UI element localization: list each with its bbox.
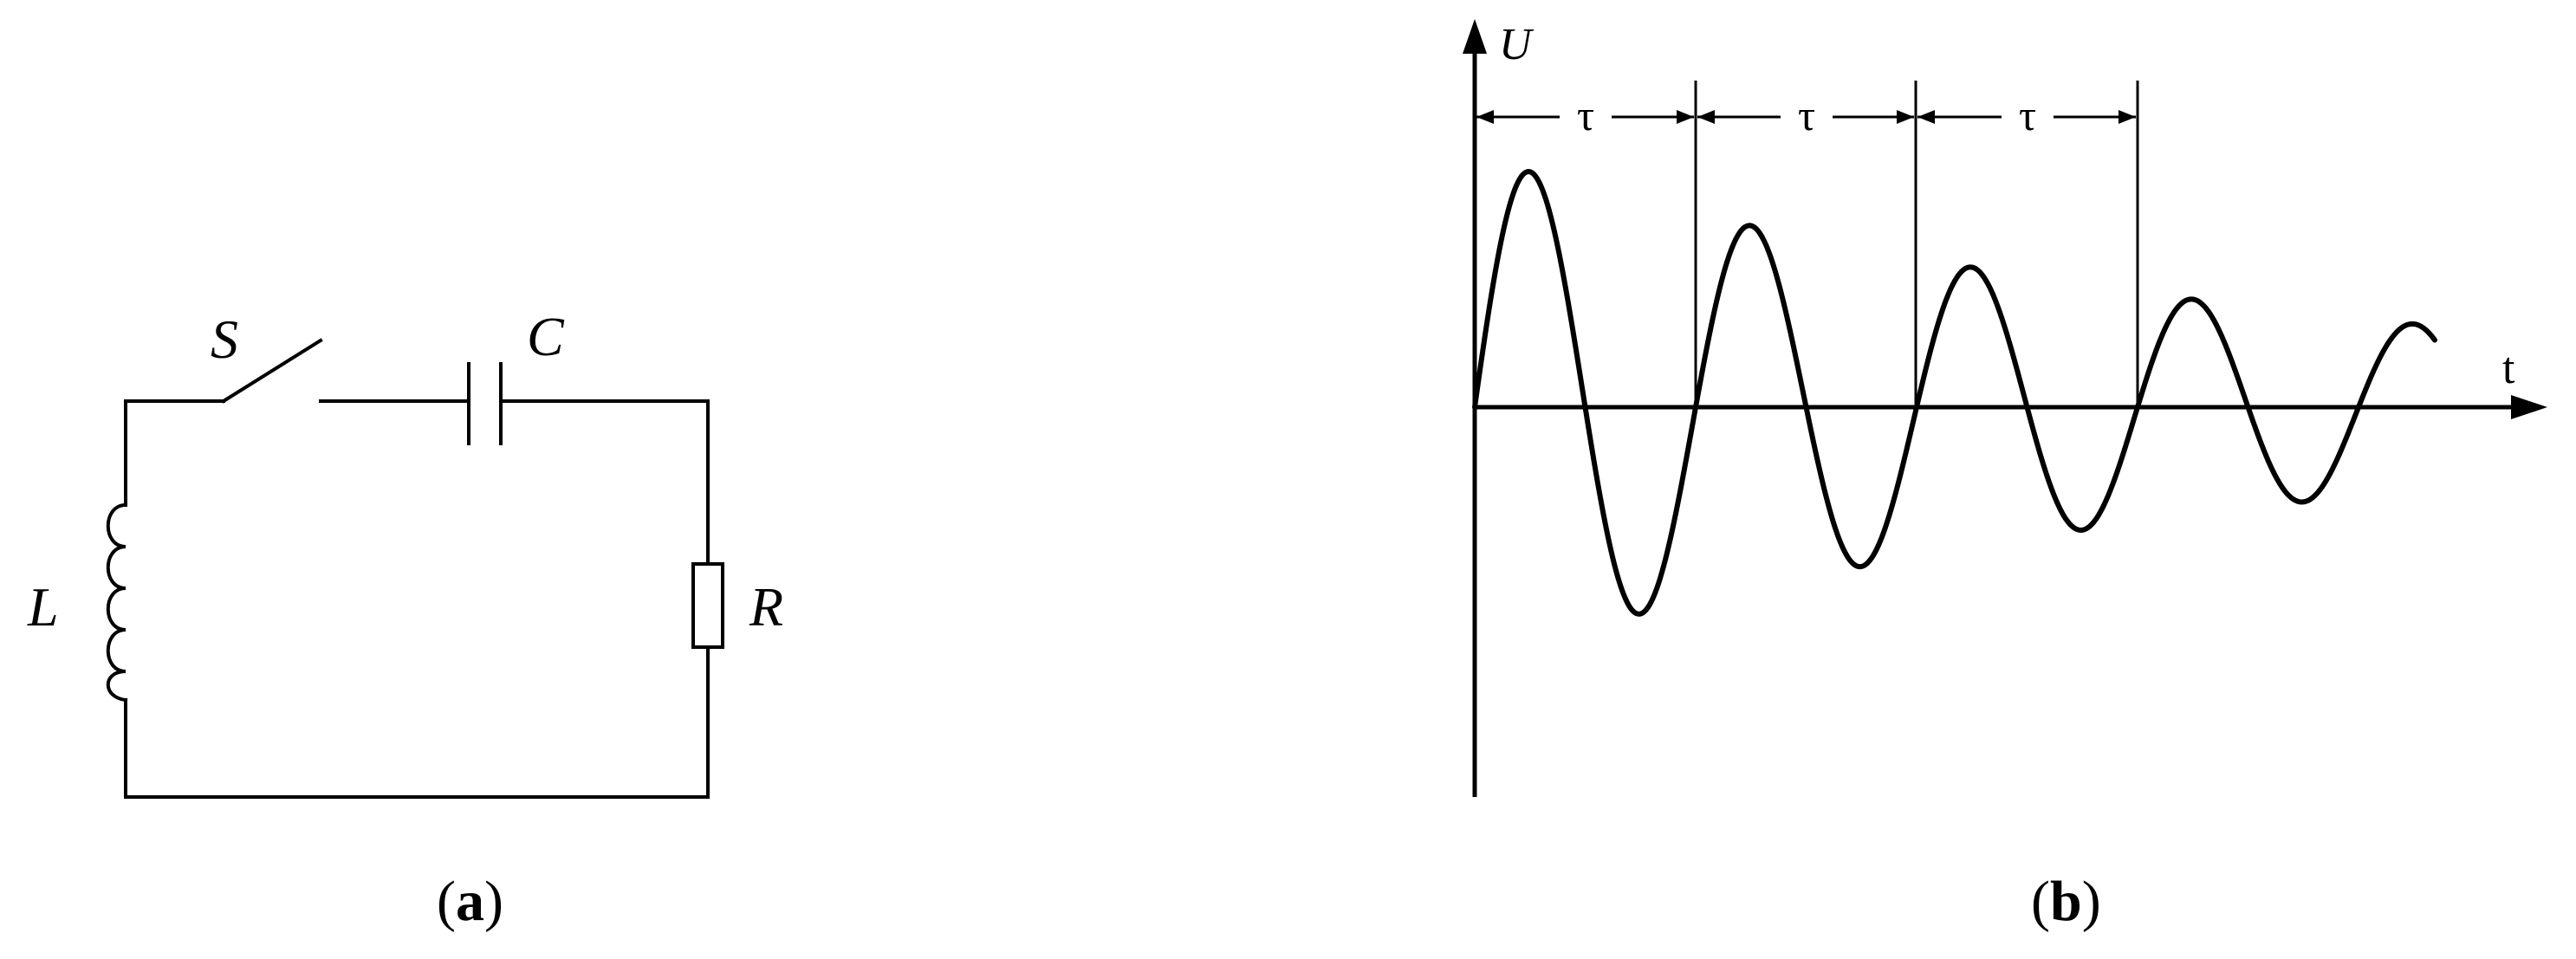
capacitor-label: C: [527, 306, 565, 367]
y-axis-label: U: [1499, 20, 1535, 69]
damped-oscillation-curve: [1472, 169, 2437, 617]
period-label-1: τ: [1577, 91, 1594, 139]
caption-a: (a): [437, 870, 503, 933]
switch-label: S: [211, 308, 238, 370]
caption-b: (b): [2031, 870, 2101, 933]
waveform-plot: τ τ τ U t: [1463, 19, 2547, 797]
period-label-3: τ: [2019, 91, 2036, 139]
inductor-label: L: [27, 576, 59, 638]
y-axis-arrowhead: [1463, 19, 1487, 54]
period-dimension-1: [1476, 110, 1694, 124]
resistor-body: [691, 562, 724, 649]
switch-blade: [221, 338, 323, 404]
period-dimension-3: [1917, 110, 2136, 124]
x-axis-label: t: [2502, 344, 2515, 393]
inductor-coil: [106, 502, 128, 703]
circuit-diagram: [106, 338, 724, 799]
period-label-2: τ: [1798, 91, 1815, 139]
x-axis-arrowhead: [2511, 395, 2547, 419]
period-dimension-2: [1697, 110, 1914, 124]
resistor-label: R: [749, 576, 783, 638]
